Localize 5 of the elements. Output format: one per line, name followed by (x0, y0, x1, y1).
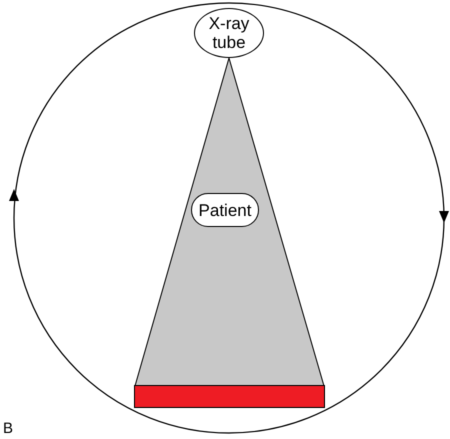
node-label: Patient (198, 200, 252, 220)
panel-letter: B (3, 420, 14, 437)
node-label: X-ray tube (208, 14, 250, 52)
detector-bar (134, 385, 325, 408)
patient-box (191, 193, 259, 227)
